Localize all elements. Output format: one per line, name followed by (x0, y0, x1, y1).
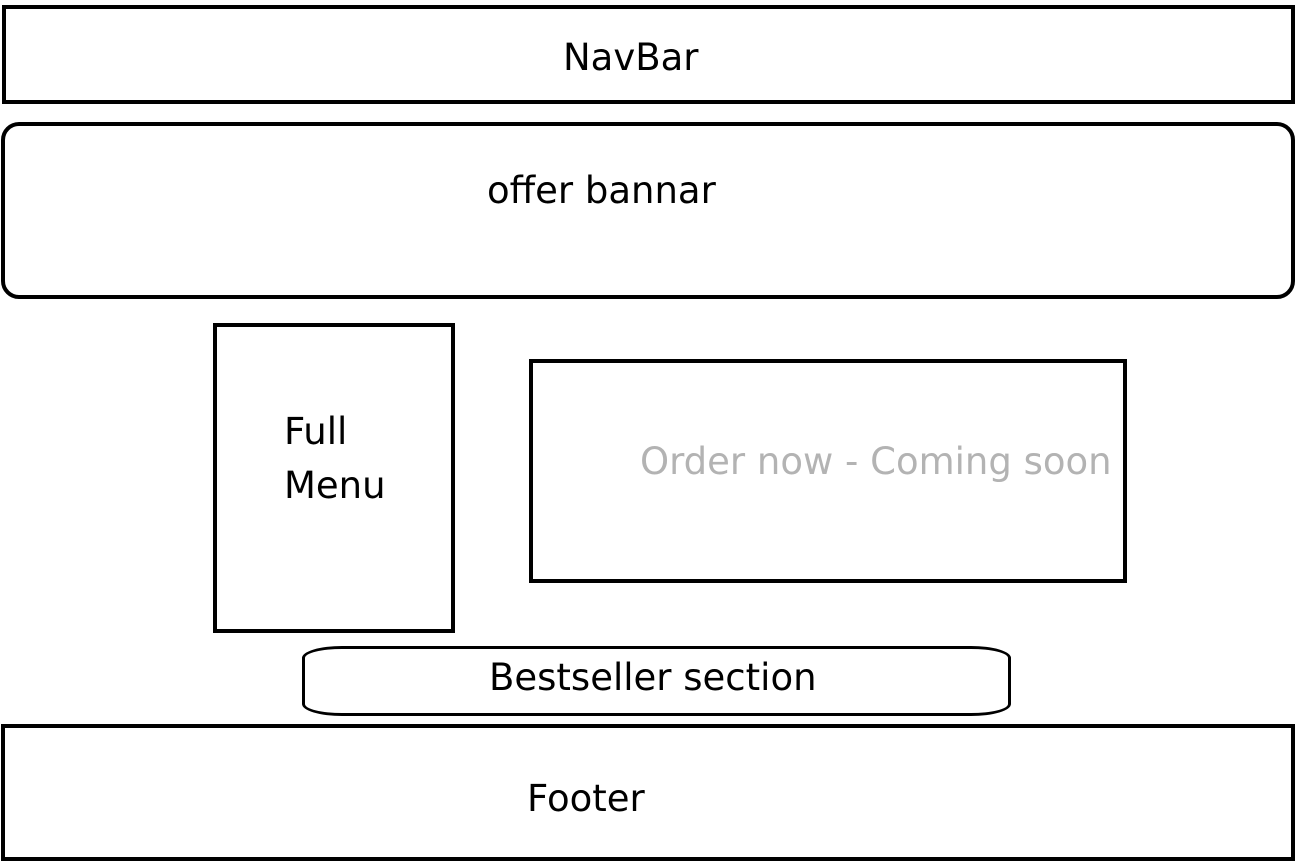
navbar-box: NavBar (2, 5, 1295, 104)
bestseller-section-label: Bestseller section (489, 656, 817, 699)
order-now-label: Order now - Coming soon (640, 440, 1112, 483)
bestseller-section-box: Bestseller section (302, 646, 1011, 716)
offer-banner-box: offer bannar (1, 122, 1295, 299)
order-now-box: Order now - Coming soon (529, 359, 1127, 583)
full-menu-box: Full Menu (213, 323, 455, 633)
offer-banner-label: offer bannar (487, 169, 716, 212)
footer-label: Footer (527, 777, 645, 820)
full-menu-label: Full Menu (284, 410, 386, 507)
navbar-label: NavBar (563, 36, 699, 79)
footer-box: Footer (1, 724, 1295, 861)
